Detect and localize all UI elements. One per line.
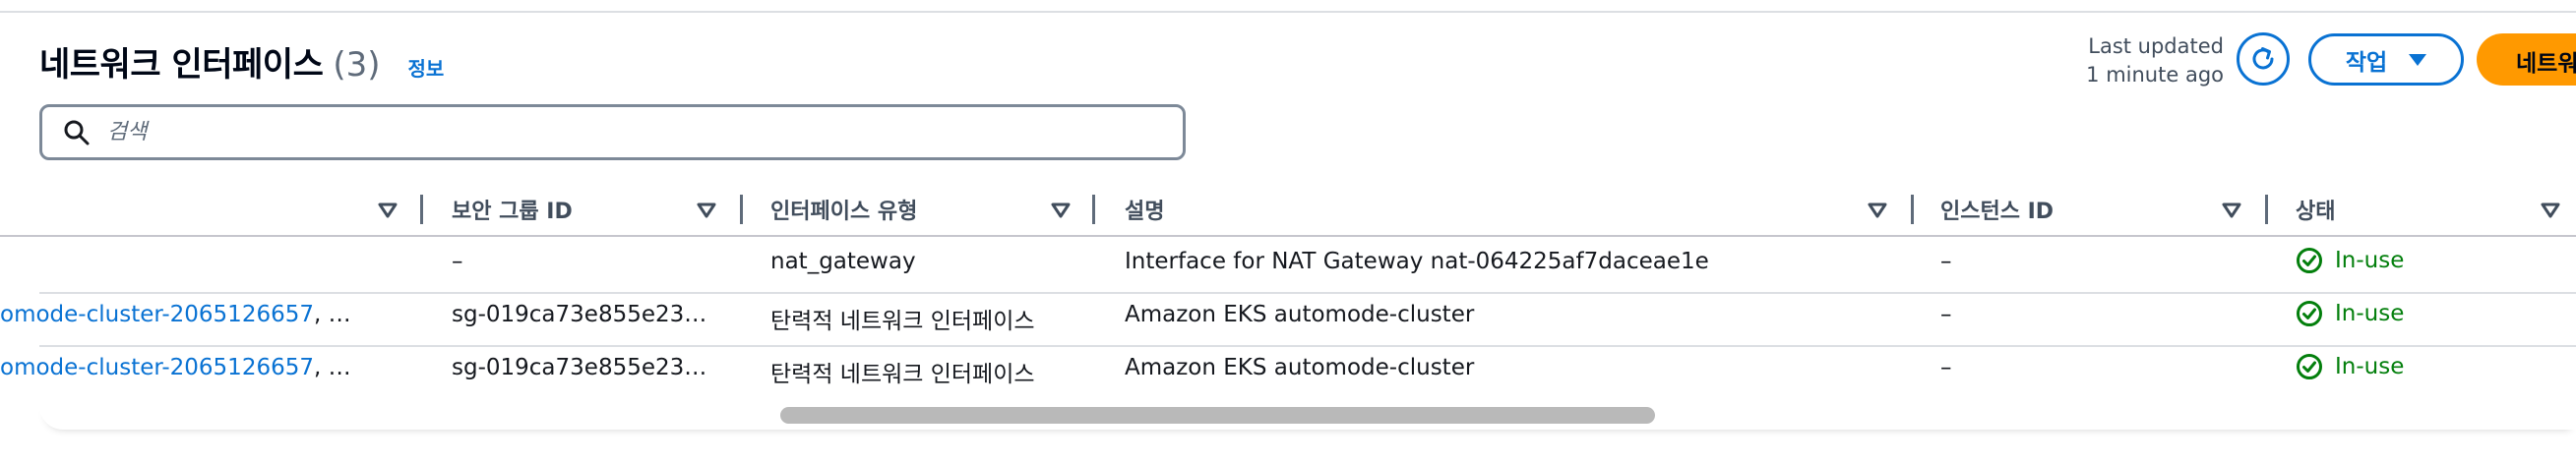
last-updated-label: Last updated: [2088, 34, 2224, 58]
interface-type-cell: 탄력적 네트워크 인터페이스: [770, 309, 1035, 334]
header-divider: [0, 235, 2576, 237]
page-title: 네트워크 인터페이스: [39, 45, 324, 85]
instance-id-cell: –: [1940, 302, 1952, 327]
security-group-id-cell: sg-019ca73e855e23…: [452, 302, 707, 327]
row-divider: [39, 292, 2576, 294]
item-count: (3): [333, 45, 381, 85]
search-input[interactable]: [105, 119, 1093, 145]
horizontal-scrollbar[interactable]: [780, 407, 1655, 424]
col-header-interface-type[interactable]: 인터페이스 유형: [770, 200, 918, 224]
search-icon: [64, 120, 90, 145]
check-circle-icon: [2297, 354, 2322, 379]
info-link[interactable]: 정보: [407, 57, 445, 81]
description-cell: Amazon EKS automode-cluster: [1125, 355, 1475, 380]
sort-caret-icon[interactable]: [378, 203, 398, 218]
column-resizer[interactable]: [2265, 195, 2268, 224]
last-updated: Last updated 1 minute ago: [2056, 32, 2224, 89]
search-field[interactable]: [39, 104, 1186, 160]
col-header-security-group-id[interactable]: 보안 그룹 ID: [452, 200, 573, 224]
instance-id-cell: –: [1940, 249, 1952, 274]
last-updated-time: 1 minute ago: [2086, 63, 2224, 87]
status-badge: In-use: [2296, 353, 2404, 380]
description-cell: Interface for NAT Gateway nat-064225af7d…: [1125, 249, 1709, 274]
status-badge: In-use: [2296, 300, 2404, 327]
description-cell: Amazon EKS automode-cluster: [1125, 302, 1475, 327]
network-interfaces-table: 보안 그룹 ID 인터페이스 유형 설명 인스턴스 ID 상태: [0, 185, 2576, 401]
security-group-name-cell[interactable]: omode-cluster-2065126657, …: [0, 355, 351, 380]
security-group-name-cell[interactable]: omode-cluster-2065126657, …: [0, 302, 351, 327]
status-badge: In-use: [2296, 247, 2404, 274]
create-button-label: 네트워크 인터페이스 생성: [2516, 51, 2576, 77]
col-header-security-group-name[interactable]: [39, 185, 394, 234]
refresh-icon: [2252, 47, 2274, 70]
col-header-description[interactable]: 설명: [1125, 200, 1165, 224]
sort-caret-icon[interactable]: [1868, 203, 1887, 218]
check-circle-icon: [2297, 301, 2322, 326]
column-resizer[interactable]: [1911, 195, 1914, 224]
top-divider: [0, 11, 2576, 13]
create-network-interface-button[interactable]: 네트워크 인터페이스 생성: [2477, 33, 2576, 86]
column-resizer[interactable]: [1092, 195, 1095, 224]
sort-caret-icon[interactable]: [1051, 203, 1071, 218]
interface-type-cell: nat_gateway: [770, 249, 916, 274]
col-header-status[interactable]: 상태: [2296, 200, 2336, 224]
sort-caret-icon[interactable]: [697, 203, 716, 218]
instance-id-cell: –: [1940, 355, 1952, 380]
sort-caret-icon[interactable]: [2541, 203, 2560, 218]
actions-dropdown-button[interactable]: 작업: [2308, 33, 2464, 86]
actions-label: 작업: [2345, 49, 2388, 76]
column-resizer[interactable]: [740, 195, 743, 224]
table-header: 네트워크 인터페이스 (3) 정보: [39, 37, 444, 86]
interface-type-cell: 탄력적 네트워크 인터페이스: [770, 362, 1035, 387]
security-group-id-cell: –: [452, 249, 463, 274]
caret-down-icon: [2409, 53, 2427, 66]
refresh-button[interactable]: [2237, 32, 2290, 86]
row-divider: [39, 345, 2576, 347]
sort-caret-icon[interactable]: [2222, 203, 2241, 218]
column-resizer[interactable]: [420, 195, 423, 224]
security-group-id-cell: sg-019ca73e855e23…: [452, 355, 707, 380]
col-header-instance-id[interactable]: 인스턴스 ID: [1940, 200, 2055, 224]
check-circle-icon: [2297, 248, 2322, 273]
